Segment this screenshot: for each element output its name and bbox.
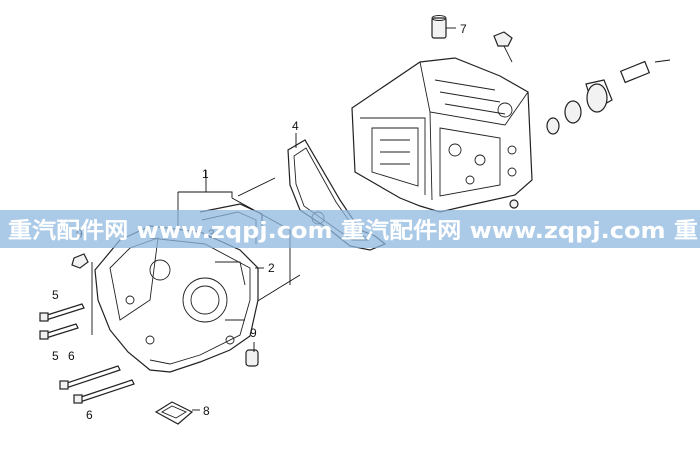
part-5-bolts [39,303,85,340]
transmission-housing [351,57,533,213]
housing-small-bolt [509,199,519,209]
watermark-banner: 重汽配件网 www.zqpj.com 重汽配件网 www.zqpj.com 重 [0,210,700,248]
callout-2: 2 [268,261,275,275]
part-7-plug [431,15,456,39]
callout-5a: 5 [52,288,59,302]
callout-7: 7 [460,22,467,36]
part-8-cover-plate [154,401,200,425]
callout-6a: 6 [68,349,75,363]
callout-8: 8 [203,404,210,418]
part-9-lower-plug [245,342,259,367]
part-6-bolts [59,365,135,404]
callout-6b: 6 [86,408,93,422]
watermark-text: 重汽配件网 www.zqpj.com 重汽配件网 www.zqpj.com 重 [8,218,698,244]
shaft-assembly [546,59,671,135]
callout-4: 4 [292,119,299,133]
callout-9b: 9 [250,326,257,340]
part-9-upper-nut [71,253,89,269]
breather-valve [493,31,513,63]
callout-5b: 5 [52,349,59,363]
callout-1: 1 [202,167,209,181]
